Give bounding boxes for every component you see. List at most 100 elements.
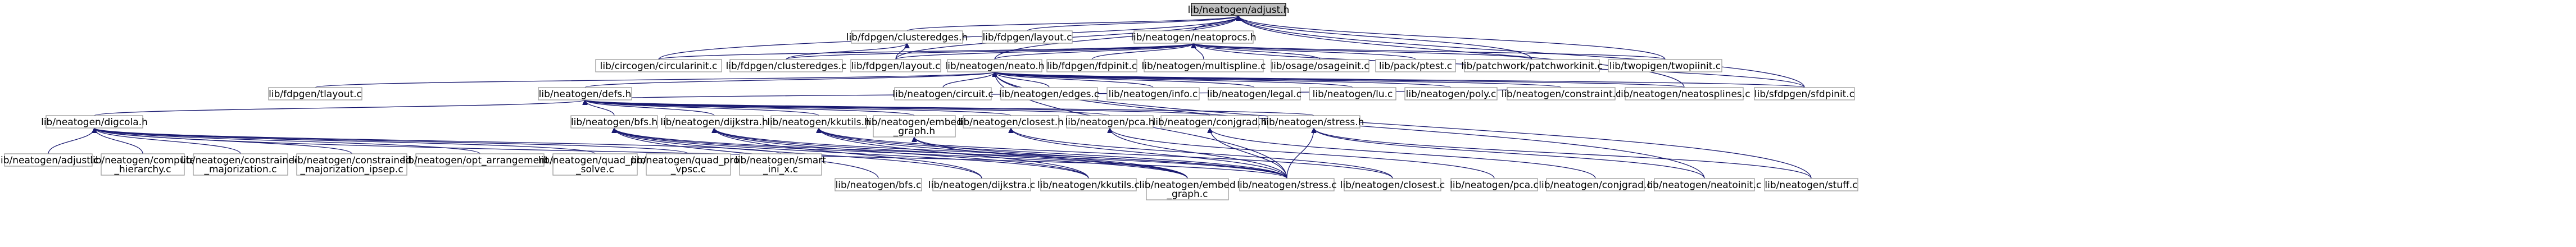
- node-box[interactable]: [1106, 87, 1200, 100]
- node-embed-graph-h[interactable]: lib/neatogen/embed_graph.h: [866, 115, 963, 138]
- node-box[interactable]: [1271, 59, 1369, 72]
- node-neatosplines-c[interactable]: lib/neatogen/neatosplines.c: [1618, 87, 1750, 100]
- node-box[interactable]: [1608, 59, 1722, 72]
- node-box[interactable]: [1146, 178, 1229, 200]
- node-defs-h[interactable]: lib/neatogen/defs.h: [538, 87, 632, 100]
- node-box[interactable]: [1464, 59, 1600, 72]
- node-box[interactable]: [1344, 178, 1441, 191]
- node-box[interactable]: [1309, 87, 1396, 100]
- node-compute-hierarchy-c[interactable]: lib/neatogen/compute_hierarchy.c: [90, 153, 196, 176]
- node-closest-h[interactable]: lib/neatogen/closest.h: [958, 115, 1064, 129]
- node-digcola-h[interactable]: lib/neatogen/digcola.h: [41, 115, 148, 129]
- node-clusteredges-c[interactable]: lib/fdpgen/clusteredges.c: [726, 59, 847, 72]
- node-constrained-majorization-ipsep-c[interactable]: lib/neatogen/constrained_majorization_ip…: [292, 153, 412, 176]
- node-neato-h[interactable]: lib/neatogen/neato.h: [945, 59, 1045, 72]
- node-box[interactable]: [1764, 178, 1858, 191]
- node-box[interactable]: [873, 115, 956, 138]
- node-osageinit-c[interactable]: lib/osage/osageinit.c: [1271, 59, 1369, 72]
- node-box[interactable]: [595, 59, 722, 72]
- node-kkutils-h[interactable]: lib/neatogen/kkutils.h: [767, 115, 870, 129]
- node-legal-c[interactable]: lib/neatogen/legal.c: [1207, 87, 1301, 100]
- node-box[interactable]: [4, 153, 93, 167]
- node-fdpinit-c[interactable]: lib/fdpgen/fdpinit.c: [1046, 59, 1137, 72]
- node-box[interactable]: [1208, 87, 1301, 100]
- node-stress-h[interactable]: lib/neatogen/stress.h: [1264, 115, 1364, 129]
- node-box[interactable]: [770, 115, 867, 129]
- node-lu-c[interactable]: lib/neatogen/lu.c: [1309, 87, 1396, 100]
- node-embed-graph-c[interactable]: lib/neatogen/embed_graph.c: [1139, 178, 1236, 200]
- node-dijkstra-c[interactable]: lib/neatogen/dijkstra.c: [928, 178, 1035, 191]
- node-bfs-h[interactable]: lib/neatogen/bfs.h: [570, 115, 658, 129]
- node-clusteredges-h[interactable]: lib/fdpgen/clusteredges.h: [846, 30, 968, 44]
- node-box[interactable]: [1160, 115, 1259, 129]
- node-box[interactable]: [1404, 87, 1498, 100]
- node-box[interactable]: [947, 59, 1042, 72]
- node-multispline-c[interactable]: lib/neatogen/multispline.c: [1142, 59, 1266, 72]
- node-quad-prog-vpsc-c[interactable]: lib/neatogen/quad_prog_vpsc.c: [632, 153, 745, 176]
- node-constraint-c[interactable]: lib/neatogen/constraint.c: [1502, 87, 1621, 100]
- node-box[interactable]: [46, 115, 143, 129]
- node-twopiinit-c[interactable]: lib/twopigen/twopiinit.c: [1608, 59, 1722, 72]
- node-box[interactable]: [894, 87, 992, 100]
- node-adjust-h[interactable]: lib/neatogen/adjust.h: [1188, 3, 1290, 16]
- node-box[interactable]: [1654, 178, 1755, 191]
- node-box[interactable]: [1191, 3, 1286, 16]
- node-conjgrad-h[interactable]: lib/neatogen/conjgrad.h: [1153, 115, 1267, 129]
- node-fdp-layout-c-top[interactable]: lib/fdpgen/layout.c: [982, 30, 1073, 44]
- node-bfs-c[interactable]: lib/neatogen/bfs.c: [835, 178, 922, 191]
- node-tlayout-c[interactable]: lib/fdpgen/tlayout.c: [268, 87, 362, 100]
- node-box[interactable]: [1144, 59, 1264, 72]
- node-box[interactable]: [729, 59, 843, 72]
- node-neatoprocs-h[interactable]: lib/neatogen/neatoprocs.h: [1131, 30, 1257, 44]
- node-box[interactable]: [739, 153, 822, 176]
- node-opt-arrangement-c[interactable]: lib/neatogen/opt_arrangement.c: [403, 153, 557, 167]
- node-box[interactable]: [1625, 87, 1744, 100]
- node-box[interactable]: [1239, 178, 1335, 191]
- node-box[interactable]: [1040, 178, 1137, 191]
- node-box[interactable]: [850, 59, 941, 72]
- node-fdp-layout-c[interactable]: lib/fdpgen/layout.c: [850, 59, 941, 72]
- node-box[interactable]: [1754, 87, 1855, 100]
- node-conjgrad-c[interactable]: lib/neatogen/conjgrad.c: [1539, 178, 1652, 191]
- node-box[interactable]: [1450, 178, 1538, 191]
- node-ptest-c[interactable]: lib/pack/ptest.c: [1375, 59, 1456, 72]
- node-info-c[interactable]: lib/neatogen/info.c: [1106, 87, 1200, 100]
- node-box[interactable]: [1267, 115, 1360, 129]
- node-constrained-majorization-c[interactable]: lib/neatogen/constrained_majorization.c: [181, 153, 301, 176]
- node-box[interactable]: [552, 153, 638, 176]
- node-poly-c[interactable]: lib/neatogen/poly.c: [1404, 87, 1498, 100]
- node-edges-c[interactable]: lib/neatogen/edges.c: [999, 87, 1100, 100]
- node-box[interactable]: [101, 153, 185, 176]
- node-kkutils-c[interactable]: lib/neatogen/kkutils.c: [1037, 178, 1140, 191]
- node-pca-h[interactable]: lib/neatogen/pca.h: [1065, 115, 1155, 129]
- node-closest-c[interactable]: lib/neatogen/closest.c: [1340, 178, 1445, 191]
- node-box[interactable]: [1046, 59, 1137, 72]
- node-box[interactable]: [415, 153, 545, 167]
- node-dijkstra-h[interactable]: lib/neatogen/dijkstra.h: [660, 115, 768, 129]
- node-circularinit-c[interactable]: lib/circogen/circularinit.c: [595, 59, 722, 72]
- node-box[interactable]: [1066, 115, 1154, 129]
- node-box[interactable]: [835, 178, 922, 191]
- node-box[interactable]: [296, 153, 407, 176]
- node-neatoinit-c[interactable]: lib/neatogen/neatoinit.c: [1648, 178, 1762, 191]
- node-box[interactable]: [1000, 87, 1098, 100]
- node-box[interactable]: [963, 115, 1059, 129]
- node-quad-prog-solve-c[interactable]: lib/neatogen/quad_prog_solve.c: [538, 153, 652, 176]
- node-box[interactable]: [982, 30, 1073, 44]
- node-box[interactable]: [932, 178, 1031, 191]
- node-circuit-c[interactable]: lib/neatogen/circuit.c: [892, 87, 994, 100]
- node-box[interactable]: [851, 30, 963, 44]
- node-box[interactable]: [1375, 59, 1456, 72]
- node-box[interactable]: [665, 115, 764, 129]
- node-box[interactable]: [538, 87, 632, 100]
- node-box[interactable]: [646, 153, 731, 176]
- node-patchworkinit-c[interactable]: lib/patchwork/patchworkinit.c: [1461, 59, 1603, 72]
- node-box[interactable]: [1546, 178, 1645, 191]
- node-box[interactable]: [1133, 30, 1254, 44]
- node-smart-ini-x-c[interactable]: lib/neatogen/smart_ini_x.c: [735, 153, 826, 176]
- node-box[interactable]: [570, 115, 658, 129]
- node-stuff-c[interactable]: lib/neatogen/stuff.c: [1764, 178, 1858, 191]
- node-box[interactable]: [193, 153, 288, 176]
- node-sfdpinit-c[interactable]: lib/sfdpgen/sfdpinit.c: [1754, 87, 1855, 100]
- node-pca-c[interactable]: lib/neatogen/pca.c: [1450, 178, 1539, 191]
